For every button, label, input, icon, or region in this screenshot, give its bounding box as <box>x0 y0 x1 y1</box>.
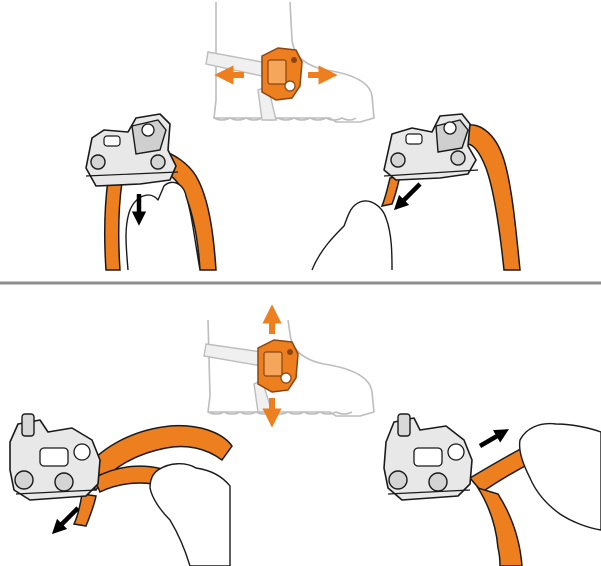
hand-right-bottom <box>520 424 601 530</box>
bottom-panel <box>10 312 601 566</box>
arrow-down-left-bottom-icon <box>56 508 78 530</box>
top-panel <box>86 2 520 270</box>
hand-left-bottom <box>150 464 230 566</box>
device-orange-top <box>262 48 302 100</box>
arrow-up-right-icon <box>480 432 504 446</box>
hand-right-top <box>312 201 392 270</box>
right-device-top <box>382 114 520 270</box>
device-orange-bottom <box>258 340 298 392</box>
arrow-down-left-icon <box>398 184 420 206</box>
right-device-bottom <box>384 414 544 566</box>
